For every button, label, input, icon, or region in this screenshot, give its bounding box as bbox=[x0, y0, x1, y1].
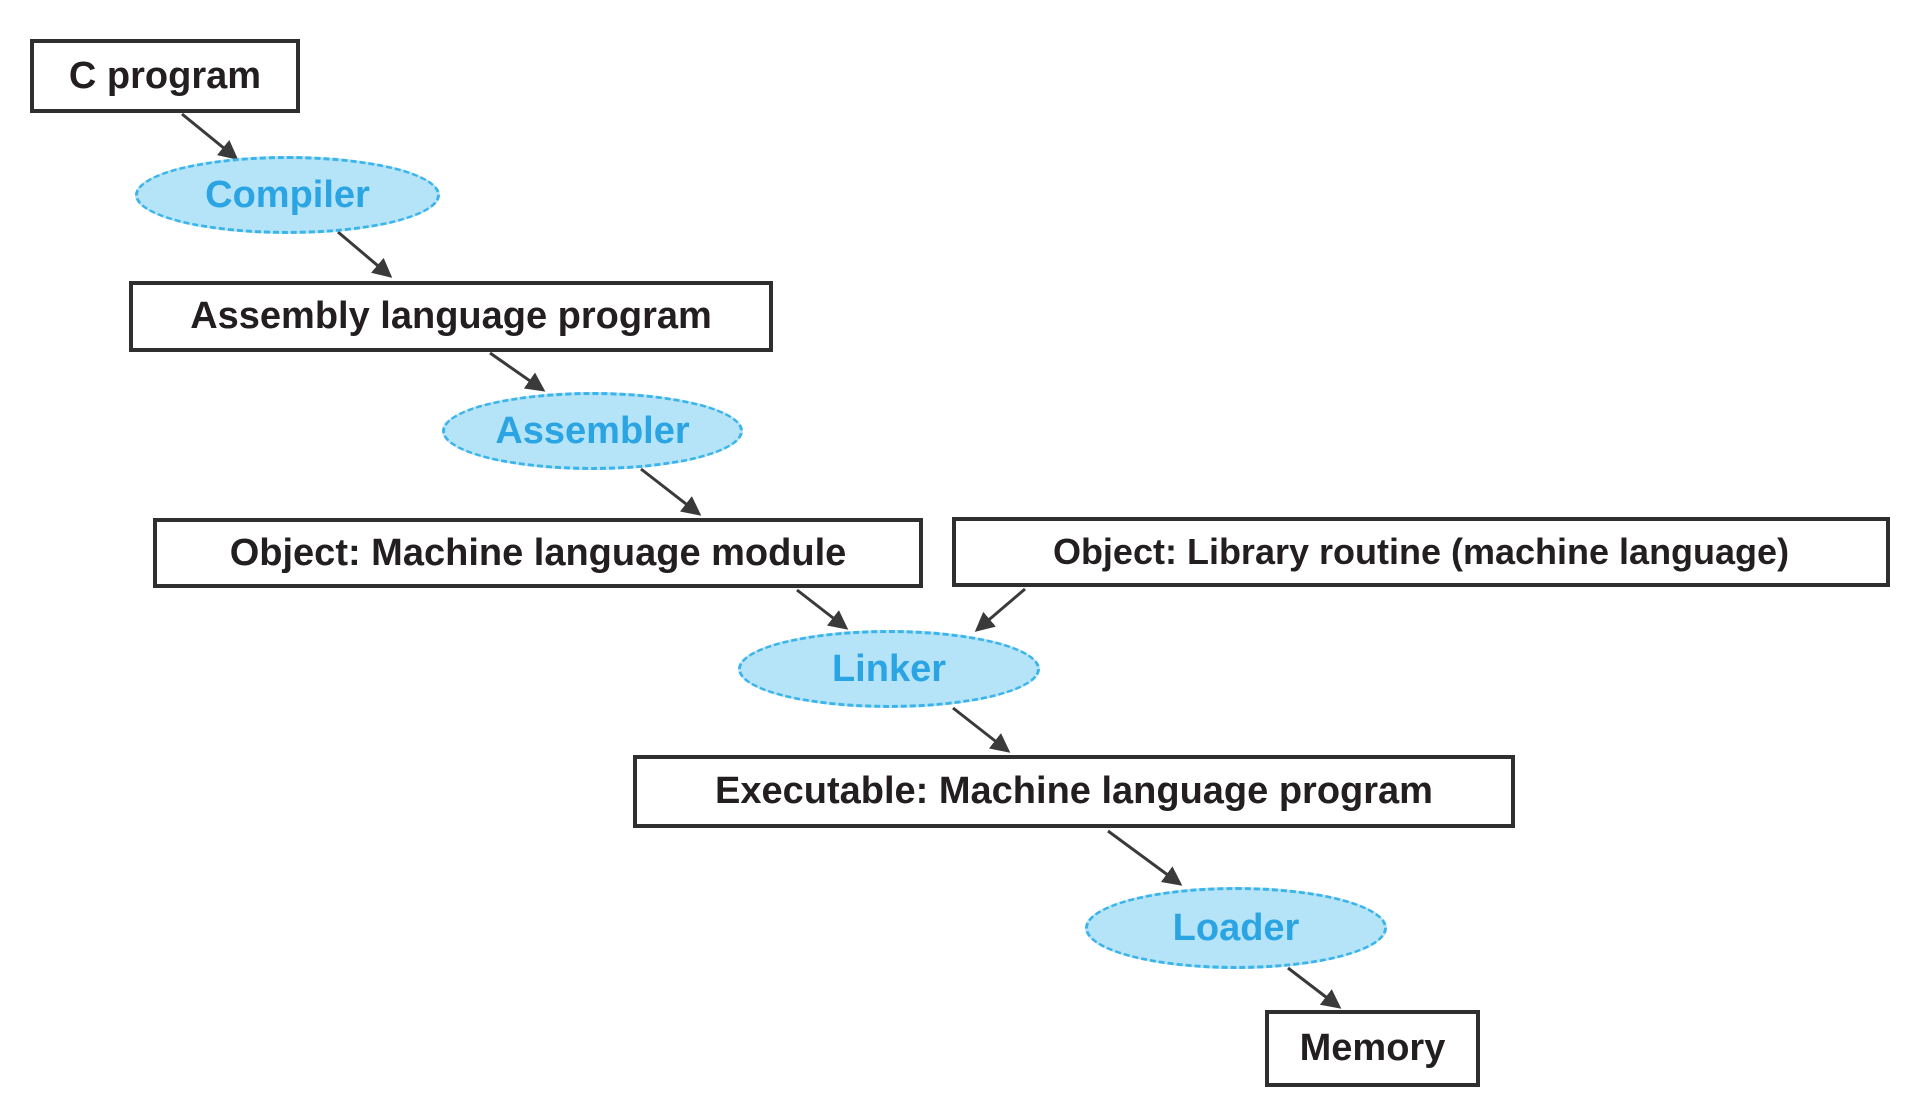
arrow-compiler-to-assembly bbox=[337, 230, 393, 278]
node-object-machine-language-module-label: Object: Machine language module bbox=[229, 531, 847, 574]
arrow-linker-to-executable bbox=[952, 706, 1011, 753]
node-memory: Memory bbox=[1265, 1010, 1480, 1087]
node-c-program-label: C program bbox=[68, 54, 262, 97]
arrow-executable-to-loader bbox=[1107, 829, 1183, 886]
node-c-program: C program bbox=[30, 39, 300, 113]
node-memory-label: Memory bbox=[1299, 1027, 1446, 1069]
node-compiler: Compiler bbox=[135, 156, 440, 234]
node-compiler-label: Compiler bbox=[205, 173, 370, 216]
node-executable-machine-language-program: Executable: Machine language program bbox=[633, 755, 1515, 828]
arrow-loader-to-memory bbox=[1287, 966, 1342, 1009]
node-object-library-routine: Object: Library routine (machine languag… bbox=[952, 517, 1890, 587]
node-assembly-language-program: Assembly language program bbox=[129, 281, 773, 352]
arrow-assembly-to-assembler bbox=[489, 351, 546, 392]
arrow-library-routine-to-linker bbox=[974, 587, 1026, 632]
node-loader: Loader bbox=[1085, 887, 1387, 969]
node-linker: Linker bbox=[738, 630, 1040, 708]
arrow-assembler-to-object-module bbox=[640, 467, 702, 516]
node-executable-machine-language-program-label: Executable: Machine language program bbox=[715, 770, 1433, 812]
arrow-object-module-to-linker bbox=[796, 588, 849, 630]
node-assembly-language-program-label: Assembly language program bbox=[190, 295, 712, 337]
node-assembler-label: Assembler bbox=[495, 409, 690, 452]
node-assembler: Assembler bbox=[442, 392, 743, 470]
node-object-library-routine-label: Object: Library routine (machine languag… bbox=[1052, 531, 1790, 572]
node-loader-label: Loader bbox=[1172, 906, 1300, 949]
arrow-c-program-to-compiler bbox=[181, 112, 239, 160]
node-linker-label: Linker bbox=[831, 647, 947, 690]
node-object-machine-language-module: Object: Machine language module bbox=[153, 518, 923, 588]
